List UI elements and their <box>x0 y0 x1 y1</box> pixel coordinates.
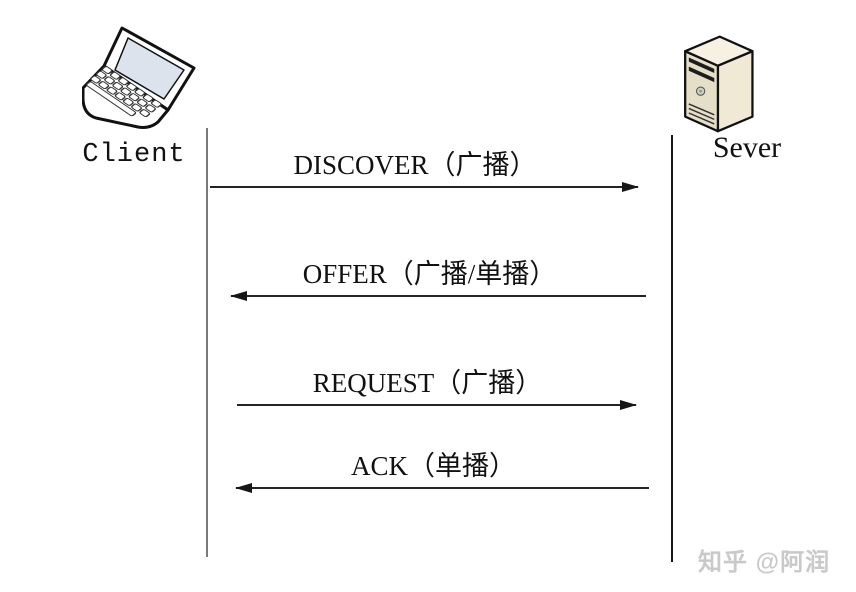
zhihu-watermark: 知乎 @阿润 <box>698 549 831 576</box>
message-ack: ACK（单播） <box>235 451 649 493</box>
lifeline-client <box>206 128 208 557</box>
message-discover-arrow <box>210 182 639 192</box>
message-offer-arrow <box>230 291 646 301</box>
message-request-label: REQUEST（广播） <box>312 368 543 398</box>
message-ack-arrow <box>235 483 649 493</box>
message-discover-label: DISCOVER（广播） <box>293 150 537 180</box>
arrow-right-icon <box>620 400 637 410</box>
message-offer-label: OFFER（广播/单播） <box>302 259 557 289</box>
server-icon <box>676 33 758 133</box>
message-ack-label: ACK（单播） <box>350 451 516 481</box>
laptop-icon <box>81 26 198 132</box>
actor-label-server: Sever <box>712 131 782 164</box>
lifeline-server <box>671 135 673 562</box>
message-request-arrow <box>237 400 637 410</box>
message-discover: DISCOVER（广播） <box>210 150 639 192</box>
message-request: REQUEST（广播） <box>237 368 637 410</box>
arrow-left-icon <box>235 483 252 493</box>
actor-label-client: Client <box>82 140 186 170</box>
arrow-right-icon <box>622 182 639 192</box>
arrow-left-icon <box>230 291 247 301</box>
message-offer: OFFER（广播/单播） <box>230 259 646 301</box>
